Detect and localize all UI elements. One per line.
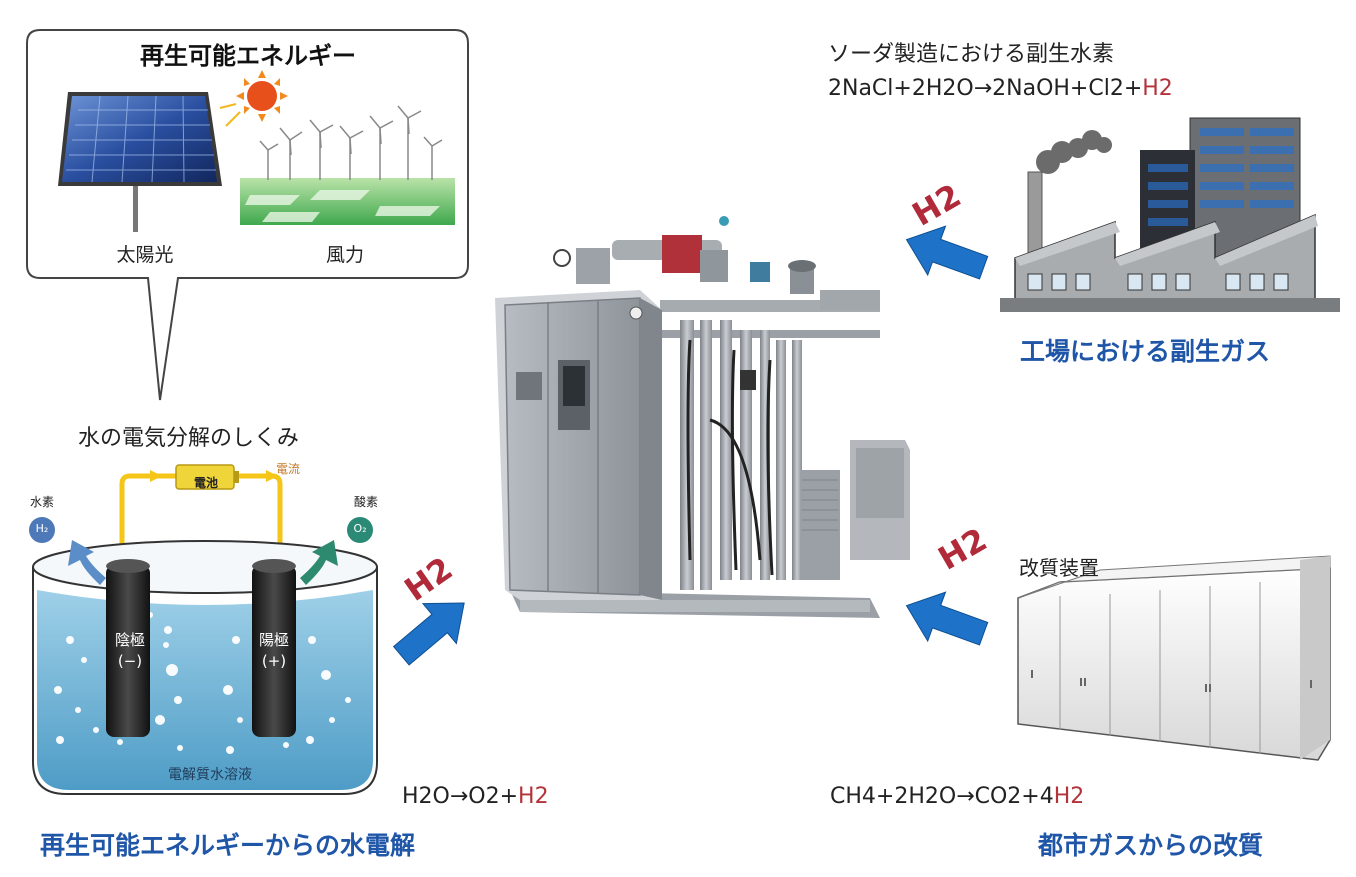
cathode-name: 陰極 xyxy=(108,630,152,651)
current-label: 電流 xyxy=(276,460,300,477)
electrolysis-equation-prefix: H2O→O2+ xyxy=(402,784,518,809)
reformer-label: 改質装置 xyxy=(1019,552,1099,581)
h2-badge-text: H₂ xyxy=(30,522,54,535)
h2-flow-arrow-reformer xyxy=(898,581,993,658)
electrolysis-title: 水の電気分解のしくみ xyxy=(78,420,299,452)
hydrogen-label: 水素 xyxy=(22,493,62,510)
cathode-label: 陰極 (−) xyxy=(108,630,152,672)
anode-label: 陽極 (+) xyxy=(252,630,296,672)
cathode-sign: (−) xyxy=(108,651,152,672)
factory-section-title: 工場における副生ガス xyxy=(1020,332,1270,368)
soda-equation-prefix: 2NaCl+2H2O→2NaOH+Cl2+ xyxy=(828,76,1142,101)
hydrogen-purifier-unit xyxy=(495,216,910,618)
electrolysis-equation-h2: H2 xyxy=(518,784,549,809)
soda-equation: 2NaCl+2H2O→2NaOH+Cl2+H2 xyxy=(828,76,1173,101)
battery-label: 電池 xyxy=(178,474,234,491)
reforming-section-title: 都市ガスからの改質 xyxy=(1038,826,1263,862)
soda-title: ソーダ製造における副生水素 xyxy=(828,36,1114,68)
electrolyte-label: 電解質水溶液 xyxy=(120,764,300,784)
oxygen-label: 酸素 xyxy=(346,493,386,510)
factory-illustration xyxy=(1000,118,1340,312)
h2-flow-arrow-factory xyxy=(898,215,993,292)
reforming-equation-prefix: CH4+2H2O→CO2+4 xyxy=(830,784,1054,809)
electrolysis-section-title: 再生可能エネルギーからの水電解 xyxy=(40,826,415,862)
reformer-illustration xyxy=(1018,556,1330,760)
electrolysis-diagram xyxy=(29,465,377,794)
reforming-equation: CH4+2H2O→CO2+4H2 xyxy=(830,784,1084,809)
renewable-energy-title: 再生可能エネルギー xyxy=(48,36,448,71)
electrolysis-equation: H2O→O2+H2 xyxy=(402,784,549,809)
reforming-equation-h2: H2 xyxy=(1054,784,1085,809)
solar-label: 太陽光 xyxy=(90,240,200,267)
o2-badge-text: O₂ xyxy=(348,522,372,535)
wind-label: 風力 xyxy=(290,240,400,267)
anode-name: 陽極 xyxy=(252,630,296,651)
anode-sign: (+) xyxy=(252,651,296,672)
soda-equation-h2: H2 xyxy=(1142,76,1173,101)
